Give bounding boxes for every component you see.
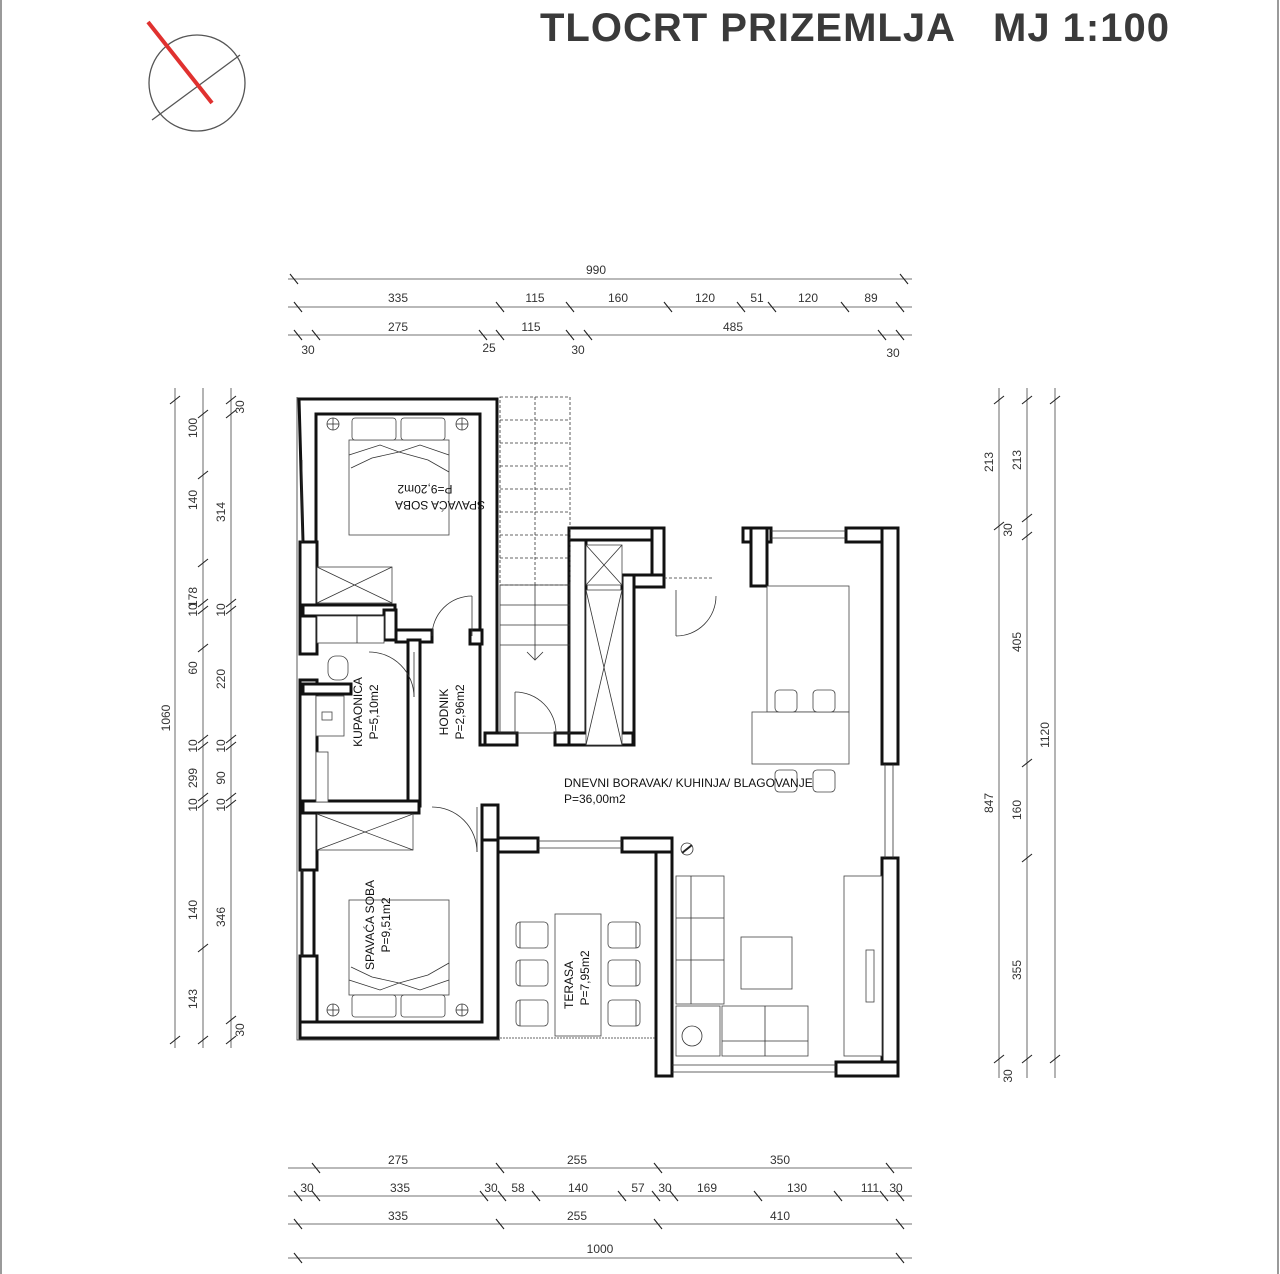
plan-title: TLOCRT PRIZEMLJA — [540, 6, 956, 50]
dim-left-outer-4: 60 — [186, 661, 200, 675]
dim-left-outer-5: 10 — [186, 739, 200, 753]
dim-right-total: 1120 — [1038, 722, 1052, 748]
dim-top-row1-3: 120 — [695, 291, 715, 305]
dim-top-row1-0: 335 — [388, 291, 408, 305]
right-dimensions: 213 847 30 213 30 405 160 355 1120 — [982, 388, 1061, 1083]
dim-left-inner-2: 10 — [214, 603, 228, 617]
dim-left-total: 1060 — [159, 704, 173, 731]
top-dimensions: 990 335 115 160 120 51 120 89 275 — [288, 263, 912, 360]
dim-right-inner-1: 30 — [1001, 523, 1015, 537]
dim-left-outer-6: 299 — [186, 768, 200, 788]
dim-top-total: 990 — [586, 263, 606, 277]
dim-left-outer-9: 143 — [186, 989, 200, 1009]
dim-left-inner-7: 346 — [214, 907, 228, 927]
dim-bottom-row2-9: 111 — [861, 1181, 880, 1195]
scale-label: MJ 1:100 — [993, 6, 1170, 50]
dim-bottom-row2-1: 335 — [390, 1181, 410, 1195]
dim-top-row1-5: 120 — [798, 291, 818, 305]
dim-top-row2-0: 275 — [388, 320, 408, 334]
dining-table-icon — [515, 913, 641, 1037]
dim-top-row1-1: 115 — [525, 291, 544, 305]
dim-right-small-0: 30 — [1001, 1069, 1015, 1083]
room-area-living: P=36,00m2 — [564, 792, 626, 806]
bed-icon — [326, 417, 469, 536]
dim-top-row1-6: 89 — [864, 291, 878, 305]
dim-bottom-row1-0: 275 — [388, 1153, 408, 1167]
kitchen-furniture — [585, 544, 850, 856]
dim-left-inner-3: 220 — [214, 669, 228, 689]
dim-top-row1-4: 51 — [750, 291, 764, 305]
dim-bottom-row2-0: 30 — [300, 1181, 314, 1195]
dim-bottom-row2-10: 30 — [889, 1181, 903, 1195]
dim-right-outer-1: 847 — [982, 793, 996, 813]
dim-top-small-3: 30 — [886, 346, 900, 360]
north-arrow-needle — [146, 20, 214, 105]
room-area-bedroom2: P=9,51m2 — [379, 897, 393, 952]
sofa-icon — [675, 875, 883, 1057]
wardrobe-icon-2 — [316, 813, 414, 851]
dim-left-outer-2: 178 — [186, 587, 200, 607]
dim-bottom-row2-5: 57 — [631, 1181, 645, 1195]
north-arrow-icon — [146, 20, 246, 132]
room-name-bedroom1: SPAVAĆA SOBA — [395, 498, 485, 513]
dim-top-row1-2: 160 — [608, 291, 628, 305]
sheet-border-left — [0, 0, 2, 1274]
dim-right-inner-4: 355 — [1010, 960, 1024, 980]
dim-left-inner-8: 30 — [233, 1023, 247, 1037]
room-name-hallway: HODNIK — [437, 689, 451, 736]
dim-left-inner-5: 90 — [214, 771, 228, 785]
dim-right-inner-2: 405 — [1010, 632, 1024, 652]
room-name-bathroom: KUPAONICA — [351, 677, 365, 747]
dim-bottom-row2-3: 58 — [511, 1181, 525, 1195]
room-name-bedroom2: SPAVAĆA SOBA — [362, 880, 377, 970]
wall-segment — [301, 603, 397, 618]
bed-icon-2 — [326, 899, 469, 1018]
room-area-bathroom: P=5,10m2 — [367, 684, 381, 739]
dim-top-row2-2: 485 — [723, 320, 743, 334]
dim-top-small-1: 25 — [482, 341, 496, 355]
sheet-border-right — [1277, 0, 1279, 1274]
dim-left-outer-3: 10 — [186, 603, 200, 617]
bathroom-fixtures — [315, 595, 478, 853]
dim-left-outer-0: 100 — [186, 418, 200, 438]
room-area-hallway: P=2,96m2 — [453, 684, 467, 739]
dim-bottom-row3-0: 335 — [388, 1209, 408, 1223]
walls — [296, 397, 900, 1078]
dim-right-outer-0: 213 — [982, 452, 996, 472]
wall-segment — [298, 540, 319, 656]
room-area-terrace: P=7,95m2 — [578, 950, 592, 1005]
dim-left-inner-6: 10 — [214, 798, 228, 812]
dim-bottom-row2-2: 30 — [484, 1181, 498, 1195]
dim-top-small-0: 30 — [301, 343, 315, 357]
stairs — [499, 396, 571, 734]
dim-left-inner-0: 30 — [233, 400, 247, 414]
dim-right-inner-3: 160 — [1010, 800, 1024, 820]
dim-bottom-total: 1000 — [587, 1242, 614, 1256]
dim-left-inner-4: 10 — [214, 739, 228, 753]
dim-bottom-row3-1: 255 — [567, 1209, 587, 1223]
dim-bottom-row2-7: 169 — [697, 1181, 717, 1195]
left-dimensions: 1060 100 140 178 10 60 10 299 10 140 143 — [159, 388, 247, 1048]
dim-bottom-row2-8: 130 — [787, 1181, 807, 1195]
dim-bottom-row3-2: 410 — [770, 1209, 790, 1223]
dim-bottom-row1-2: 350 — [770, 1153, 790, 1167]
dim-top-row2-1: 115 — [521, 320, 540, 334]
dim-bottom-row2-6: 30 — [658, 1181, 672, 1195]
dim-top-small-2: 30 — [571, 343, 585, 357]
dim-bottom-row1-1: 255 — [567, 1153, 587, 1167]
room-area-bedroom1: P=9,20m2 — [397, 482, 452, 496]
dim-right-inner-0: 213 — [1010, 450, 1024, 470]
room-name-terrace: TERASA — [562, 961, 576, 1009]
bottom-dimensions: 275 255 350 30 335 30 58 140 57 30 169 1… — [288, 1153, 912, 1264]
dim-bottom-row2-4: 140 — [568, 1181, 588, 1195]
dim-left-outer-7: 10 — [186, 798, 200, 812]
dim-left-inner-1: 314 — [214, 502, 228, 522]
dim-left-outer-1: 140 — [186, 490, 200, 510]
room-name-living: DNEVNI BORAVAK/ KUHINJA/ BLAGOVANJE — [564, 776, 813, 790]
wardrobe-icon — [316, 566, 393, 604]
dim-left-outer-8: 140 — [186, 900, 200, 920]
